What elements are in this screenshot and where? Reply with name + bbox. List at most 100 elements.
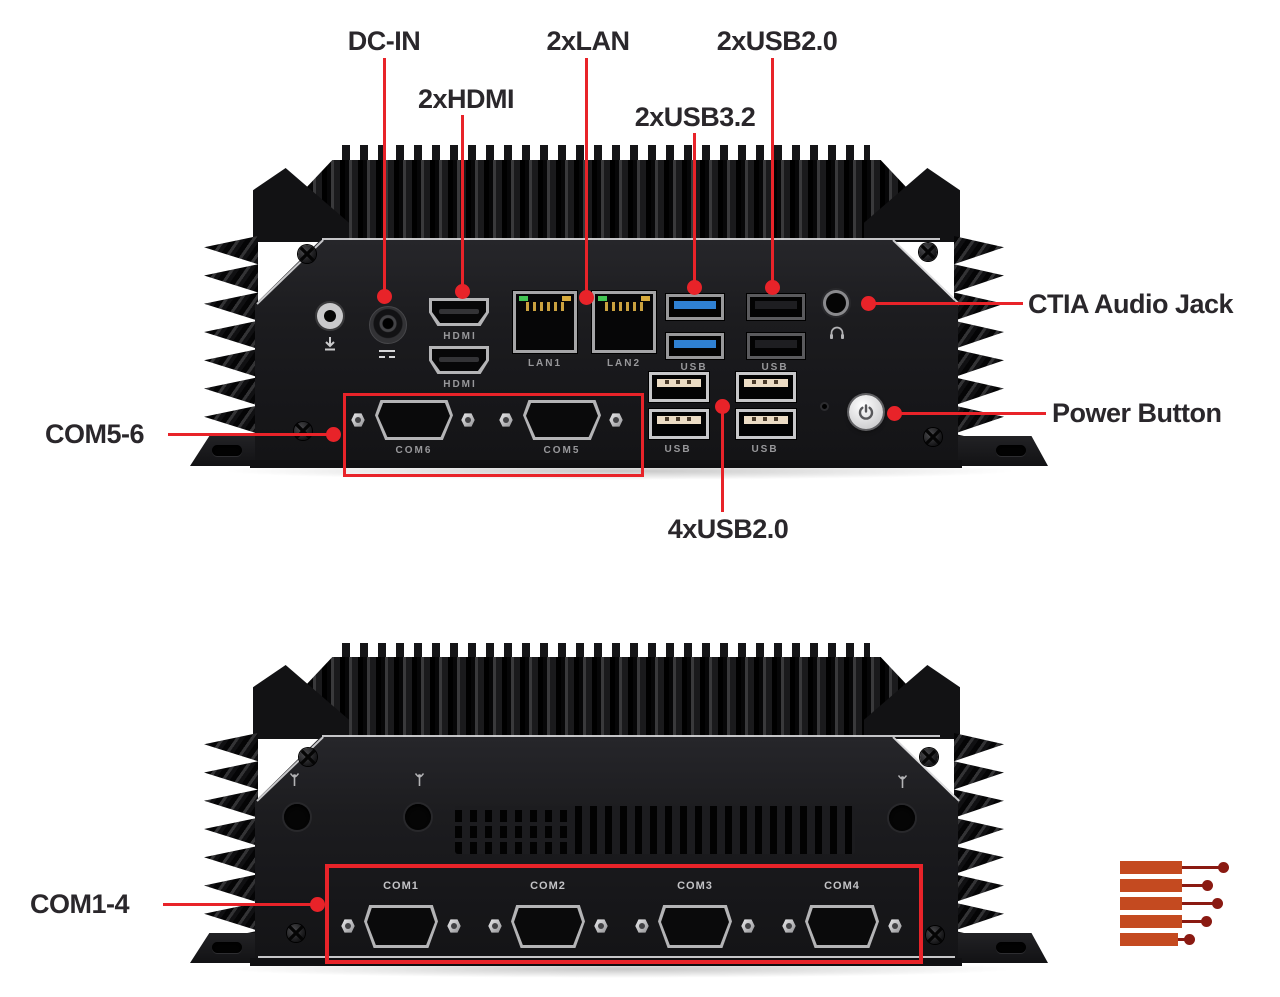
logo-trace-dot	[1184, 934, 1195, 945]
ground-shadow	[220, 960, 1020, 978]
com2-label: COM2	[530, 880, 566, 892]
com56-highlight-box	[343, 393, 644, 477]
lan2-label: LAN2	[606, 358, 642, 369]
foot-slot	[996, 445, 1026, 456]
logo-trace	[1182, 902, 1214, 905]
power-icon	[858, 404, 874, 420]
usb2-port-2	[747, 333, 805, 359]
side-fins-right	[954, 236, 1004, 462]
usb3-pair-label: USB	[680, 362, 708, 373]
screw	[299, 748, 317, 766]
standoff	[447, 919, 461, 933]
standoff	[488, 919, 502, 933]
callout-dot-usb3	[687, 280, 702, 295]
standoff	[782, 919, 796, 933]
com14-highlight-box	[325, 864, 923, 964]
callout-dot-power	[887, 406, 902, 421]
logo-trace-dot	[1201, 916, 1212, 927]
side-fins-left	[204, 733, 258, 959]
vent-slot-rows	[455, 806, 567, 854]
callout-dot-audio	[861, 296, 876, 311]
usb2-quad-port-1	[649, 372, 709, 402]
heatsink-fins	[255, 657, 958, 739]
usb2-quad-port-3	[736, 372, 796, 402]
com1-label: COM1	[383, 880, 419, 892]
callout-usb2-top: 2xUSB2.0	[716, 26, 838, 56]
callout-line-hdmi	[461, 115, 464, 293]
reset-pinhole	[822, 404, 827, 409]
antenna-icon	[289, 773, 300, 786]
hdmi-port-1-label: HDMI	[443, 331, 477, 342]
callout-dot-hdmi	[455, 284, 470, 299]
foot-slot	[212, 942, 242, 953]
callout-dot-lan	[579, 290, 594, 305]
com6-label: COM6	[395, 445, 433, 456]
callout-line-usb3	[693, 133, 696, 289]
screw	[294, 422, 312, 440]
callout-lan: 2xLAN	[546, 26, 630, 56]
callout-dot-com56	[326, 427, 341, 442]
com5-port	[523, 400, 601, 440]
usb3-port-2	[666, 333, 724, 359]
logo-bar	[1120, 933, 1178, 946]
com4-label: COM4	[824, 880, 860, 892]
logo-bar	[1120, 879, 1182, 892]
logo-bar	[1120, 915, 1182, 928]
panel-outline	[322, 238, 940, 240]
screw	[287, 924, 305, 942]
standoff	[351, 413, 365, 427]
lan1-port	[513, 291, 577, 353]
callout-dot-dc-in	[377, 289, 392, 304]
ground-icon	[325, 337, 335, 351]
screw	[924, 428, 942, 446]
hdmi-port-2	[429, 346, 489, 374]
lan1-label: LAN1	[527, 358, 563, 369]
com4-port	[805, 905, 879, 948]
usb2-quad-port-2	[649, 409, 709, 439]
standoff	[341, 919, 355, 933]
audio-jack	[826, 293, 846, 313]
heatsink-fin-tips	[342, 643, 870, 660]
headphone-icon	[830, 326, 844, 339]
standoff	[499, 413, 513, 427]
side-fins-left	[204, 236, 258, 462]
antenna-icon	[414, 773, 425, 786]
callout-line-lan	[585, 58, 588, 299]
callout-dot-usb2-quad	[715, 399, 730, 414]
standoff	[609, 413, 623, 427]
usb2-pair-label: USB	[761, 362, 789, 373]
callout-power: Power Button	[1052, 398, 1222, 428]
usb-quad-right-label: USB	[751, 444, 779, 455]
com3-label: COM3	[677, 880, 713, 892]
com3-port	[658, 905, 732, 948]
hdmi-port-1	[429, 298, 489, 326]
standoff	[461, 413, 475, 427]
power-button	[849, 395, 883, 429]
foot-slot	[212, 445, 242, 456]
hdmi-port-2-label: HDMI	[443, 379, 477, 390]
antenna-icon	[897, 775, 908, 788]
usb-quad-left-label: USB	[664, 444, 692, 455]
callout-hdmi: 2xHDMI	[417, 84, 515, 114]
standoff	[635, 919, 649, 933]
chassis-base	[250, 460, 962, 468]
ground-terminal	[324, 310, 336, 322]
com2-port	[511, 905, 585, 948]
side-fins-right	[954, 733, 1004, 959]
foot-slot	[996, 942, 1026, 953]
com5-label: COM5	[543, 445, 581, 456]
callout-dot-usb2-top	[765, 280, 780, 295]
logo-trace	[1182, 884, 1204, 887]
callout-line-power	[894, 412, 1046, 415]
logo-trace-dot	[1212, 898, 1223, 909]
callout-usb2-quad: 4xUSB2.0	[667, 514, 789, 544]
logo-trace-dot	[1202, 880, 1213, 891]
standoff	[888, 919, 902, 933]
dc-in-jack	[369, 306, 407, 344]
standoff	[594, 919, 608, 933]
usb2-quad-port-4	[736, 409, 796, 439]
logo-trace	[1182, 866, 1220, 869]
logo-trace	[1182, 920, 1203, 923]
logo-bar	[1120, 861, 1182, 874]
lan2-port	[592, 291, 656, 353]
